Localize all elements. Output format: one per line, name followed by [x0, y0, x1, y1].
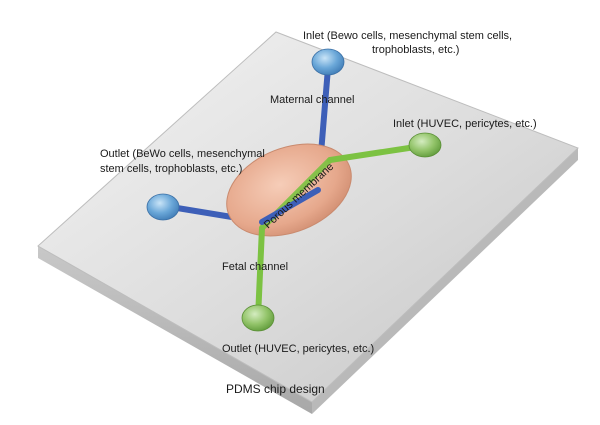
maternal-outlet-port: [146, 193, 180, 221]
maternal-inlet-label-line2: trophoblasts, etc.): [372, 44, 459, 56]
chip-right-face: [312, 148, 578, 414]
fetal-channel-label: Fetal channel: [222, 261, 288, 273]
chip-side-face: [38, 246, 312, 414]
fetal-outlet-label: Outlet (HUVEC, pericytes, etc.): [222, 343, 374, 355]
fetal-channel-segment-outlet: [255, 225, 265, 321]
fetal-inlet-label: Inlet (HUVEC, pericytes, etc.): [393, 118, 537, 130]
maternal-inlet-label-line1: Inlet (Bewo cells, mesenchymal stem cell…: [303, 30, 512, 42]
maternal-channel-label: Maternal channel: [270, 94, 354, 106]
maternal-inlet-port: [311, 48, 345, 76]
maternal-outlet-label-line2: stem cells, trophoblasts, etc.): [100, 163, 242, 175]
fetal-outlet-port: [241, 304, 275, 332]
fetal-channel-segment-inlet: [327, 143, 425, 163]
fetal-inlet-port: [408, 132, 442, 158]
diagram-caption: PDMS chip design: [226, 382, 325, 396]
maternal-outlet-label-line1: Outlet (BeWo cells, mesenchymal: [100, 148, 265, 160]
maternal-channel-overlay: [259, 187, 321, 225]
